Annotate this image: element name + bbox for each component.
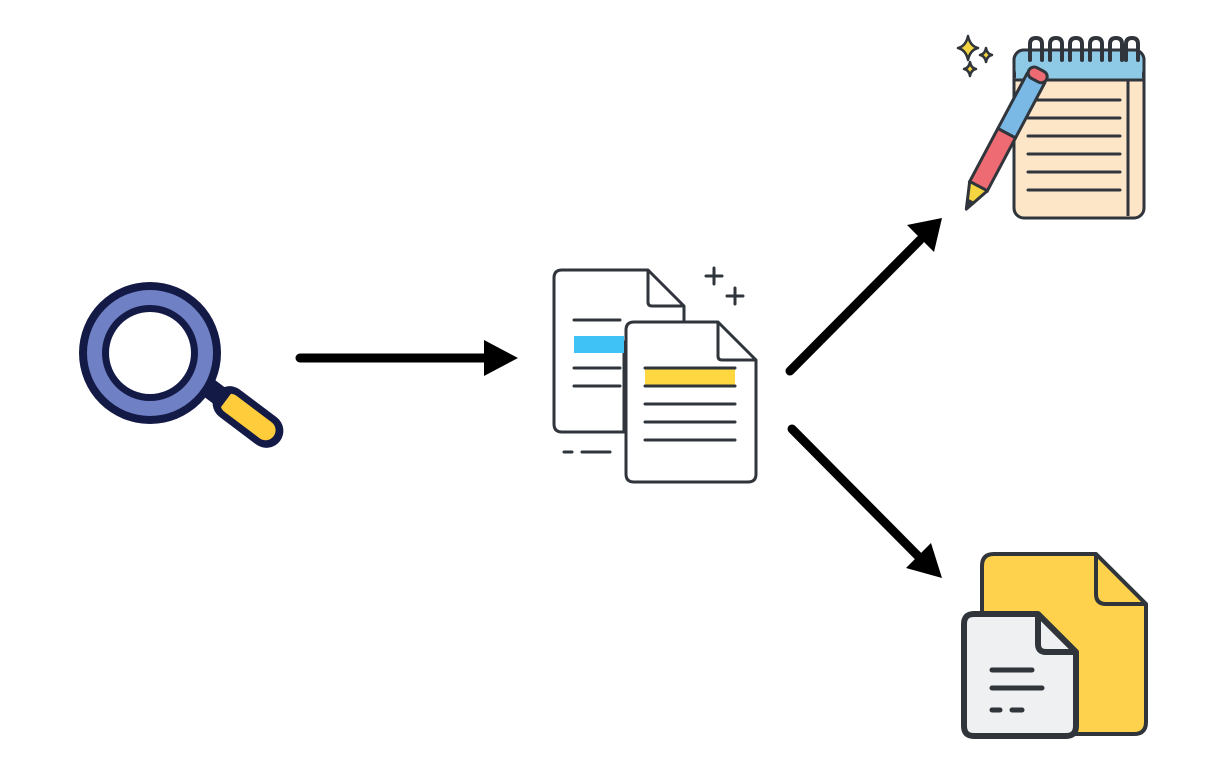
notepad-pencil-icon [956, 34, 1146, 220]
pencil-icon [964, 65, 1049, 211]
arrow-documents-to-files [787, 424, 942, 578]
sparkle-icon [704, 266, 745, 306]
magnifying-glass-icon [79, 282, 284, 448]
arrow-search-to-documents [295, 340, 518, 376]
documents-icon [552, 266, 758, 484]
sparkle-icon [956, 34, 994, 78]
arrow-documents-to-notes [785, 218, 942, 376]
folder-file-icon [961, 552, 1148, 739]
